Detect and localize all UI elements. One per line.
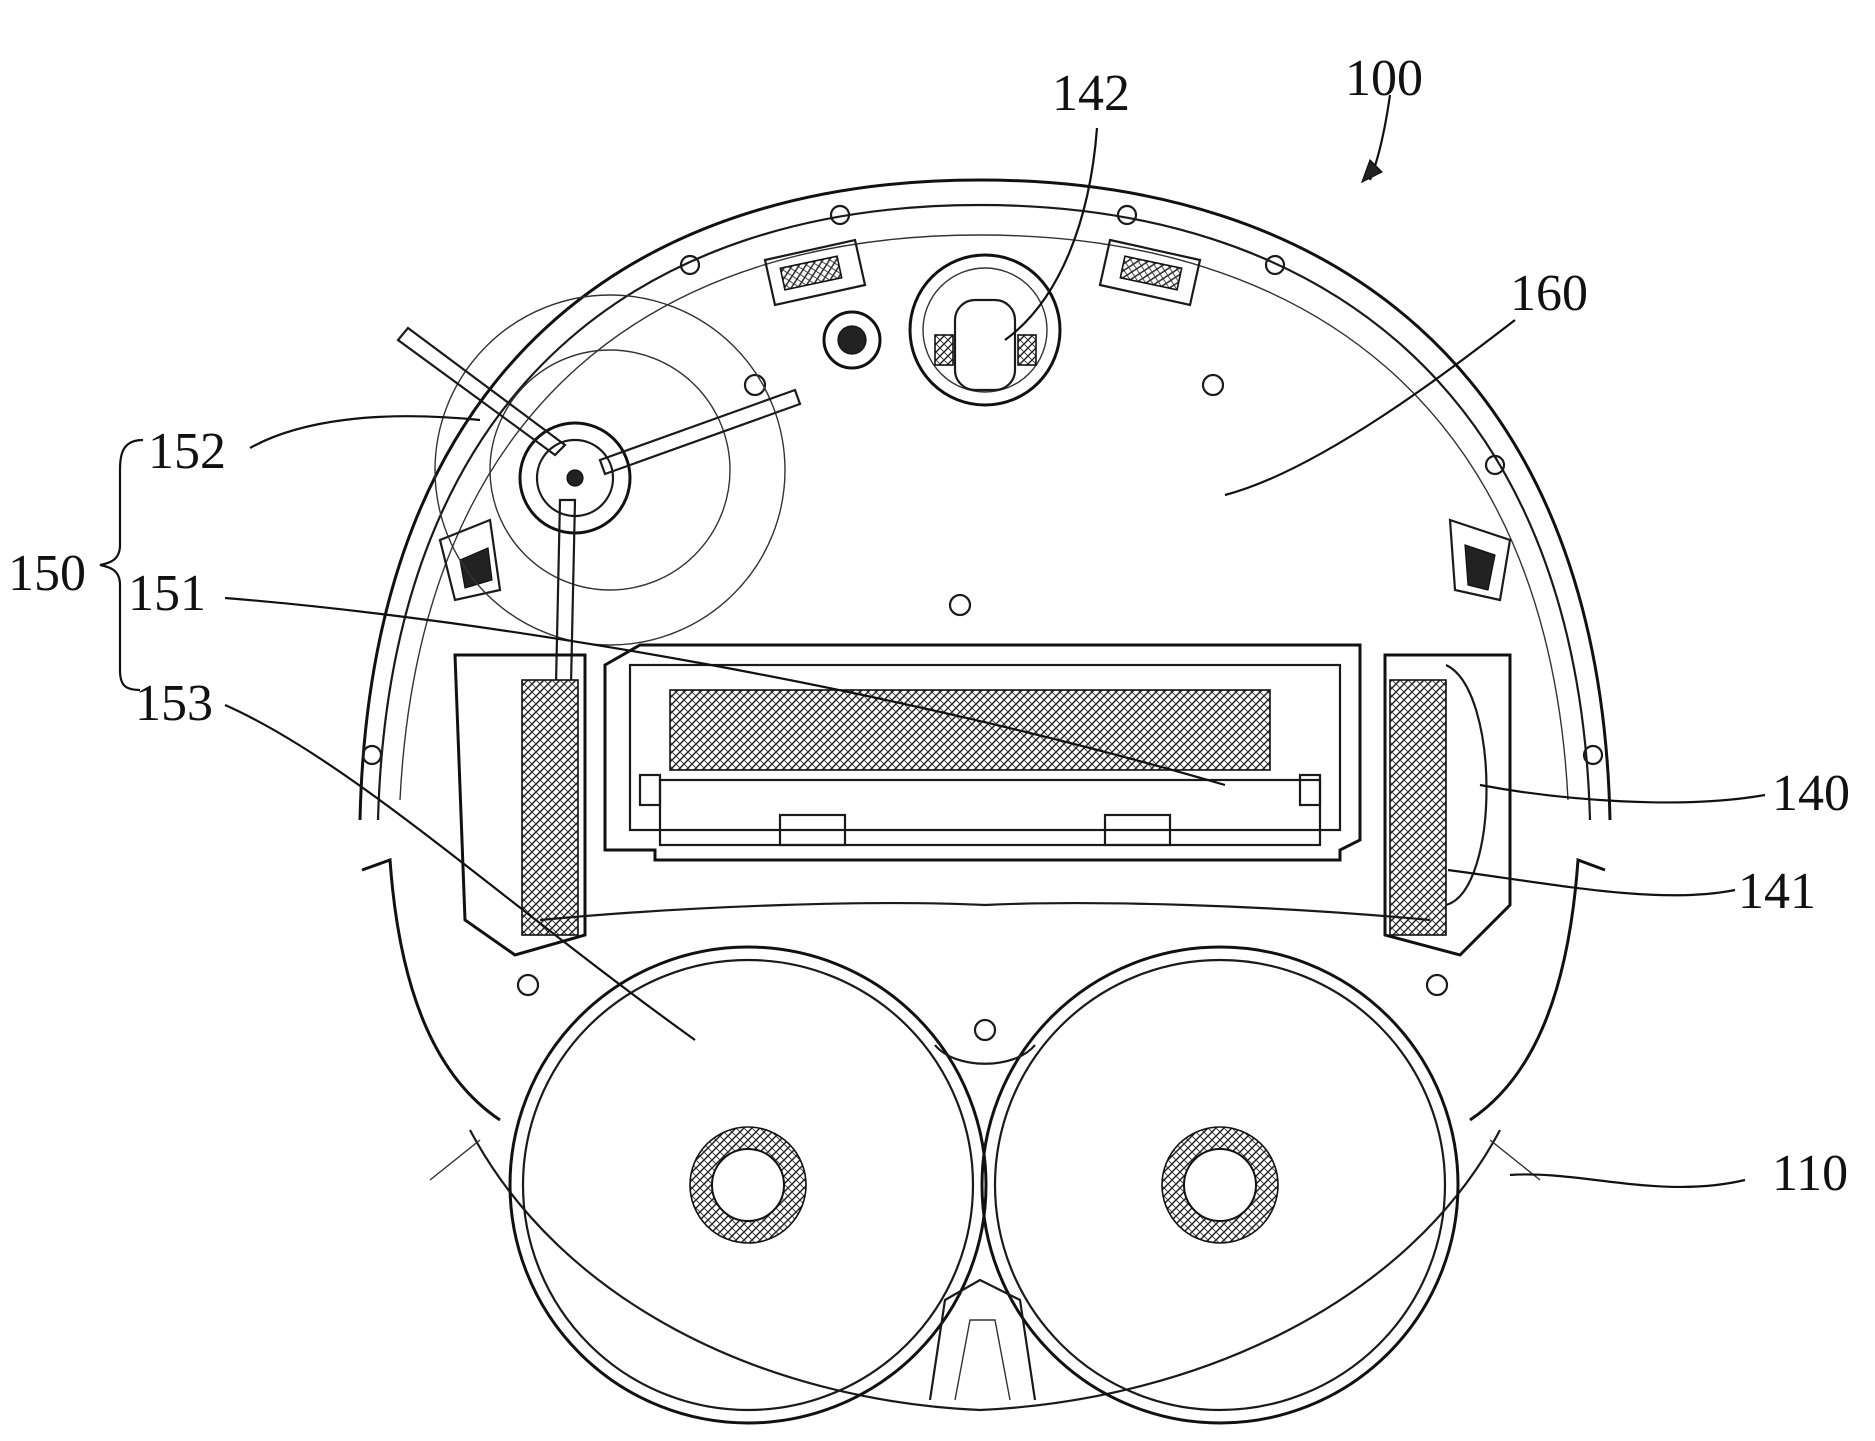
label-142: 142: [1052, 65, 1130, 122]
cliff-sensor-left: [440, 520, 500, 600]
label-140: 140: [1772, 765, 1850, 822]
label-151: 151: [128, 565, 206, 622]
caster-wheel: [910, 255, 1060, 405]
label-100: 100: [1345, 50, 1423, 107]
drive-wheel-left: [455, 655, 585, 955]
label-110: 110: [1772, 1145, 1848, 1202]
mop-pad-left: [510, 947, 986, 1423]
label-160: 160: [1510, 265, 1588, 322]
roller-brush: [605, 645, 1360, 860]
label-152: 152: [148, 423, 226, 480]
label-141: 141: [1738, 863, 1816, 920]
mop-pad-right: [982, 947, 1458, 1423]
drive-wheel-right: [1385, 655, 1510, 955]
cliff-sensor-top-right: [1100, 240, 1200, 305]
cliff-sensor-top-left: [765, 240, 865, 305]
label-150: 150: [8, 545, 86, 602]
cliff-sensor-right: [1450, 520, 1510, 600]
label-153: 153: [135, 675, 213, 732]
sensor-button: [824, 312, 880, 368]
leader-lines: [100, 95, 1765, 1187]
